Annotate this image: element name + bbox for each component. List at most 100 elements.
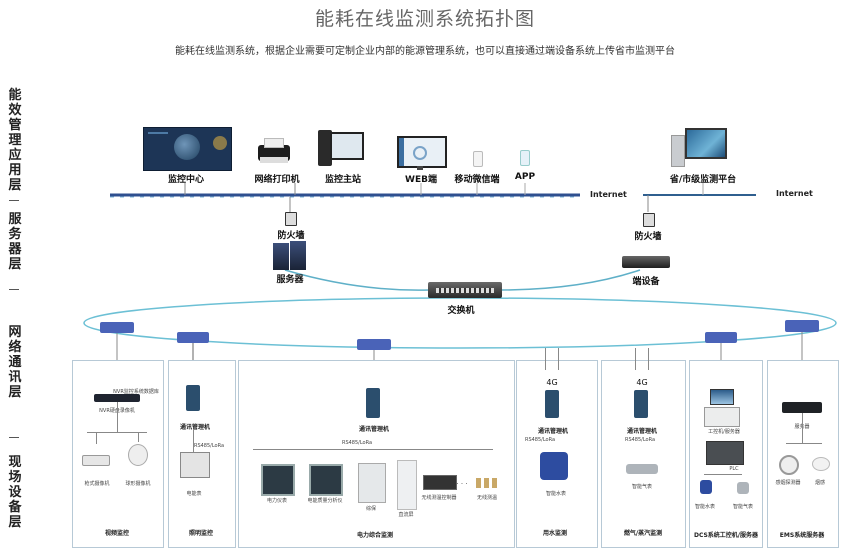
mobile-wechat-icon <box>473 151 483 167</box>
bullet-camera-icon <box>82 455 110 466</box>
dome-camera-label: 球形摄像机 <box>125 481 151 487</box>
internet-label-left: Internet <box>590 190 627 199</box>
ring-switch-icon <box>705 332 737 343</box>
water-meter-label: 智能水表 <box>545 491 567 497</box>
dc-panel-icon <box>397 460 417 510</box>
water-4g-label: 4G <box>546 378 558 387</box>
more-devices-ellipsis: · · · <box>456 480 468 488</box>
video-monitoring-box <box>72 360 164 548</box>
gas-flow-meter-icon <box>737 482 749 494</box>
app-item-app: APP <box>514 172 536 182</box>
water-gateway-label: 通讯管理机 <box>537 428 569 435</box>
layer-separator <box>9 289 19 290</box>
ems-title: EMS系统服务器 <box>779 532 825 539</box>
layer-label-field: 现场设备层 <box>8 455 22 530</box>
end-device-icon <box>622 256 670 268</box>
layer-label-application: 能效管理应用层 <box>8 88 22 193</box>
water-bus-label: RS485/LoRa <box>524 437 556 443</box>
wireless-temp-label: 无线测温 <box>476 495 498 501</box>
ring-switch-icon <box>100 322 134 333</box>
gateway-icon <box>545 390 559 418</box>
monitor-wall-icon <box>143 127 232 171</box>
water-monitoring-title: 用水监测 <box>542 530 568 537</box>
lighting-bus-label: RS485/LoRa <box>193 443 225 449</box>
layer-separator <box>9 200 19 201</box>
page-title: 能耗在线监测系统拓扑图 <box>314 8 535 30</box>
ems-server-icon <box>782 402 822 413</box>
plc-label: PLC <box>729 466 739 472</box>
app-item-mobile-wechat: 移动微信端 <box>454 175 500 185</box>
wireless-temp-controller-label: 无线测温控制器 <box>421 495 457 501</box>
dcs-device2-label: 智能气表 <box>732 504 754 510</box>
core-switch-icon <box>428 282 502 298</box>
gas-monitoring-title: 燃气/蒸汽监测 <box>623 530 663 537</box>
server-rack-icon <box>273 243 289 270</box>
lighting-monitoring-title: 照明监控 <box>188 530 214 537</box>
power-bus-label: RS485/LoRa <box>341 440 373 446</box>
firewall-label-left: 防火墙 <box>277 231 305 241</box>
desktop-computer-icon <box>685 128 727 159</box>
ring-switch-icon <box>357 339 391 350</box>
cell-tower-icon <box>545 348 559 370</box>
nvr-icon <box>94 394 140 402</box>
dome-camera-icon <box>128 444 148 466</box>
power-quality-analyzer-icon <box>309 464 343 496</box>
energy-meter-icon <box>180 452 210 478</box>
nvr-db-label: NVR监控系统数据库 <box>113 389 159 395</box>
firewall-icon <box>285 212 297 226</box>
app-item-monitor-station: 监控主站 <box>324 175 362 185</box>
wireless-temp-sensor-icon <box>476 478 498 488</box>
ring-switch-icon <box>177 332 209 343</box>
dcs-device1-label: 智能水表 <box>694 504 716 510</box>
workstation-icon <box>318 130 332 166</box>
app-item-web: WEB端 <box>405 175 437 185</box>
workstation-screen <box>330 132 364 160</box>
power-meter-label: 电力仪表 <box>266 498 288 504</box>
printer-icon <box>258 138 290 163</box>
server-rack-icon <box>290 241 306 270</box>
page-subtitle: 能耗在线监测系统，根据企业需要可定制企业内部的能源管理系统，也可以直接通过端设备… <box>175 46 675 57</box>
layer-label-network: 网络通讯层 <box>8 325 22 400</box>
internet-label-right: Internet <box>776 189 813 198</box>
layer-label-server: 服务器层 <box>8 212 22 272</box>
ems-box <box>767 360 839 548</box>
layer-separator <box>9 437 19 438</box>
desktop-tower-icon <box>671 135 685 167</box>
web-monitor-icon <box>397 136 447 168</box>
power-quality-label: 电能质量分析仪 <box>307 498 343 504</box>
gas-4g-label: 4G <box>636 378 648 387</box>
gas-gateway-label: 通讯管理机 <box>626 428 658 435</box>
industrial-pc-icon <box>704 407 740 427</box>
gas-meter-icon <box>626 464 658 474</box>
lighting-gateway-label: 通讯管理机 <box>179 424 211 431</box>
server-label: 服务器 <box>276 275 304 285</box>
plc-icon <box>706 441 744 465</box>
bullet-camera-label: 枪式摄像机 <box>84 481 110 487</box>
core-switch-label: 交换机 <box>447 306 475 316</box>
industrial-pc-monitor-icon <box>710 389 734 405</box>
app-item-network-printer: 网络打印机 <box>254 175 300 185</box>
gateway-icon <box>366 388 380 418</box>
province-platform-label: 省/市级监测平台 <box>669 175 737 185</box>
energy-meter-label: 电能表 <box>186 491 202 497</box>
power-meter-icon <box>261 464 295 496</box>
sensor-icon <box>812 457 830 471</box>
gas-bus-label: RS485/LoRa <box>624 437 656 443</box>
power-gateway-label: 通讯管理机 <box>358 426 390 433</box>
dc-panel-label: 直流屏 <box>398 512 414 518</box>
industrial-pc-label: 工控机/服务器 <box>708 429 740 435</box>
ems-device1-label: 感烟探测器 <box>775 480 801 486</box>
video-monitoring-title: 视频监控 <box>104 530 130 537</box>
gateway-icon <box>634 390 648 418</box>
gateway-icon <box>186 385 200 411</box>
gas-monitoring-box <box>601 360 686 548</box>
end-device-label: 端设备 <box>632 277 660 287</box>
protection-relay-label: 综保 <box>365 506 377 512</box>
app-item-monitor-center: 监控中心 <box>167 175 205 185</box>
water-meter-icon <box>540 452 568 480</box>
wireless-temp-controller-icon <box>423 475 457 490</box>
power-monitoring-title: 电力综合监测 <box>356 532 394 539</box>
firewall-label-right: 防火墙 <box>634 232 662 242</box>
protection-relay-icon <box>358 463 386 503</box>
